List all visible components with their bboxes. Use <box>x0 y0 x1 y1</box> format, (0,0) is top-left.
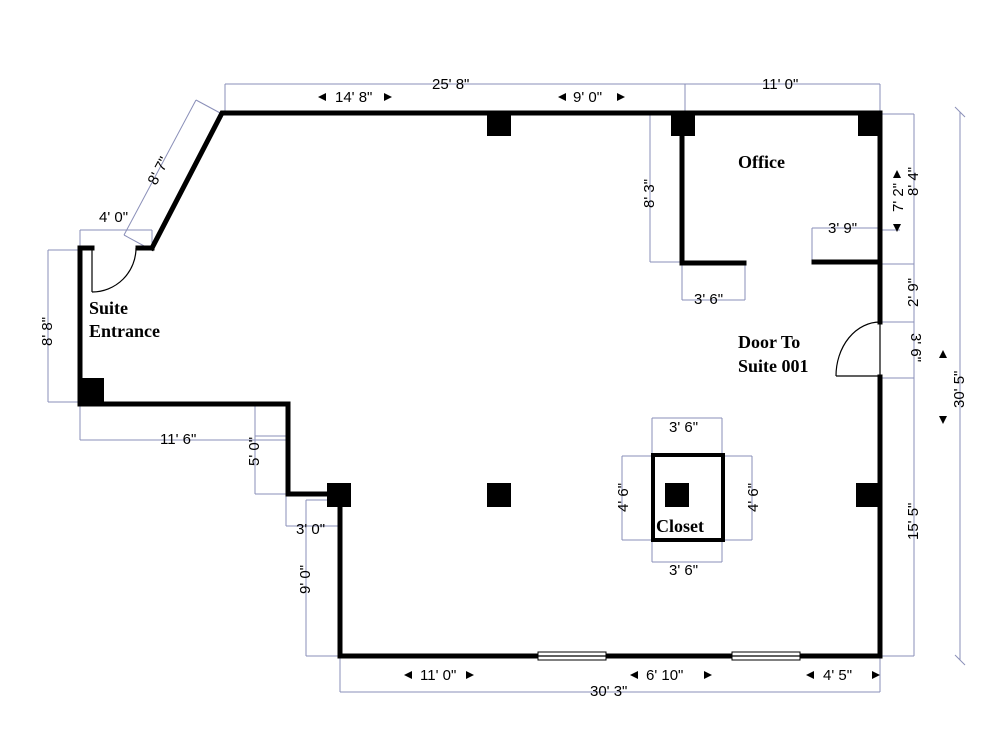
dim-office-wall-horizontal: 3' 6" <box>694 291 723 308</box>
dim-top-office: 11' 0" <box>762 76 798 93</box>
dim-left-wall: 8' 8" <box>39 317 56 346</box>
doors <box>91 247 881 377</box>
dim-entrance-width: 4' 0" <box>99 209 128 226</box>
dim-right-total: 30' 5" <box>951 371 968 408</box>
dimension-arrows <box>318 93 947 679</box>
column <box>665 483 689 507</box>
dim-bottom-mid: 6' 10" <box>646 667 683 684</box>
column <box>327 483 351 507</box>
dimension-labels: 25' 8" 14' 8" 9' 0" 11' 0" 4' 0" 11' 6" … <box>39 76 968 700</box>
dim-office-right-b: 8' 4" <box>905 167 922 196</box>
column <box>487 483 511 507</box>
dim-diagonal-wall: 8' 7" <box>145 154 174 188</box>
windows <box>537 651 801 661</box>
walls <box>77 110 883 659</box>
dim-right-gap: 2' 9" <box>905 278 922 307</box>
dim-closet-top: 3' 6" <box>669 419 698 436</box>
column <box>78 378 104 406</box>
dim-step-vertical: 5' 0" <box>246 437 263 466</box>
suite-entrance-label-line2: Entrance <box>89 321 160 341</box>
column <box>856 483 880 507</box>
dim-lower-left-vertical: 9' 0" <box>297 565 314 594</box>
column <box>671 112 695 136</box>
suite-entrance-label-line1: Suite <box>89 298 128 318</box>
dim-office-right-a: 7' 2" <box>890 183 907 212</box>
door-label-line2: Suite 001 <box>738 356 809 376</box>
closet-label: Closet <box>656 516 704 536</box>
dim-office-door-offset: 3' 9" <box>828 220 857 237</box>
dim-bottom-total: 30' 3" <box>590 683 627 700</box>
room-labels: Office Suite Entrance Door To Suite 001 … <box>89 152 809 536</box>
dim-top-mid: 9' 0" <box>573 89 602 106</box>
dim-office-wall-vertical: 8' 3" <box>641 179 658 208</box>
dim-top-left: 14' 8" <box>335 89 372 106</box>
columns <box>78 112 882 507</box>
door-label-line1: Door To <box>738 332 800 352</box>
dim-closet-right: 4' 6" <box>745 483 762 512</box>
dim-lower-left-horizontal: 11' 6" <box>160 431 196 448</box>
dim-top-total: 25' 8" <box>432 76 469 93</box>
office-label: Office <box>738 152 785 172</box>
dim-step-horizontal: 3' 0" <box>296 521 325 538</box>
dim-closet-left: 4' 6" <box>615 483 632 512</box>
dim-door-width: 3' 6" <box>907 333 924 362</box>
dim-closet-bottom: 3' 6" <box>669 562 698 579</box>
column <box>487 112 511 136</box>
dim-bottom-left: 11' 0" <box>420 667 456 684</box>
dimension-lines <box>47 83 966 693</box>
dim-bottom-right: 4' 5" <box>823 667 852 684</box>
column <box>858 112 882 136</box>
dim-right-lower: 15' 5" <box>905 503 922 540</box>
